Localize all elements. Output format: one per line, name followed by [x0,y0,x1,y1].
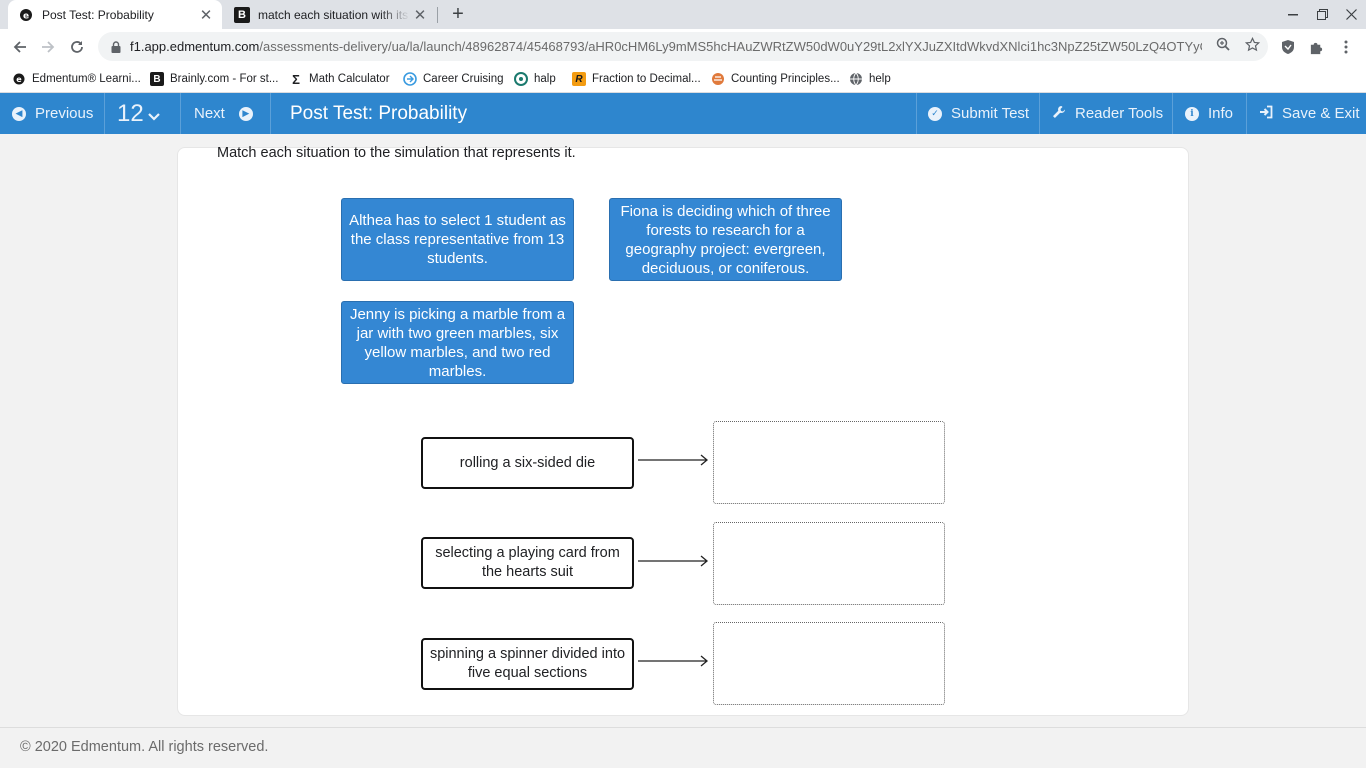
page-title: Post Test: Probability [290,102,468,124]
bookmark-career-cruising[interactable]: Career Cruising [403,69,504,89]
sign-out-icon [1259,105,1273,123]
answer-tile-althea[interactable]: Althea has to select 1 student as the cl… [341,198,574,281]
forward-icon[interactable] [35,34,61,60]
assessment-nav-bar: ◀ Previous 12 Next ▶ Post Test: Probabil… [0,93,1366,134]
save-exit-label: Save & Exit [1282,105,1360,122]
edmentum-icon: e [12,72,26,86]
check-circle-icon: ✓ [928,106,942,121]
restore-icon[interactable] [1308,0,1336,29]
svg-text:e: e [23,11,29,21]
bookmark-label: Counting Principles... [731,73,840,85]
arrow-icon [638,454,709,466]
browser-toolbar: f1.app.edmentum.com/assessments-delivery… [0,29,1366,64]
arrow-icon [638,555,709,567]
divider [270,93,271,134]
browser-tab-strip: e Post Test: Probability ✕ B match each … [0,0,1366,29]
bookmark-fraction-to-decimal[interactable]: R Fraction to Decimal... [572,69,701,89]
previous-button[interactable]: ◀ Previous [12,93,93,134]
situation-die: rolling a six-sided die [421,437,634,489]
bookmark-counting-principles[interactable]: Counting Principles... [711,69,840,89]
counting-icon [711,72,725,86]
reader-tools-label: Reader Tools [1075,105,1164,122]
url-text: f1.app.edmentum.com/assessments-delivery… [130,39,1202,54]
brainly-icon: B [234,6,250,23]
divider [180,93,181,134]
globe-icon [849,72,863,86]
tab-divider [437,7,438,23]
back-icon[interactable] [7,34,33,60]
answer-tile-jenny[interactable]: Jenny is picking a marble from a jar wit… [341,301,574,384]
close-tab-icon[interactable]: ✕ [199,6,213,24]
reader-tools-button[interactable]: Reader Tools [1052,93,1163,134]
answer-tile-fiona[interactable]: Fiona is deciding which of three forests… [609,198,842,281]
question-instruction: Match each situation to the simulation t… [217,145,576,161]
page-footer: © 2020 Edmentum. All rights reserved. [0,727,1366,768]
bookmark-halp[interactable]: halp [514,69,556,89]
new-tab-icon[interactable]: + [452,2,464,25]
tab-title: match each situation with its co [258,7,410,22]
submit-label: Submit Test [951,105,1030,122]
divider [1039,93,1040,134]
tab-brainly[interactable]: B match each situation with its co ✕ [224,0,436,29]
info-icon: i [1185,106,1199,121]
bookmark-label: Fraction to Decimal... [592,73,701,85]
chevron-down-icon [147,108,160,125]
save-exit-button[interactable]: Save & Exit [1259,93,1360,134]
bookmark-label: help [869,73,891,85]
bookmark-label: Edmentum® Learni... [32,73,141,85]
bookmark-label: Math Calculator [309,73,390,85]
drop-target-playing-card[interactable] [713,522,945,605]
extensions-puzzle-icon[interactable] [1307,38,1325,56]
bookmarks-bar: e Edmentum® Learni... B Brainly.com - Fo… [0,64,1366,93]
situation-spinner: spinning a spinner divided into five equ… [421,638,634,690]
info-button[interactable]: i Info [1185,93,1233,134]
divider [1172,93,1173,134]
bookmark-label: Brainly.com - For st... [170,73,279,85]
zoom-icon[interactable] [1215,36,1231,52]
svg-text:e: e [16,75,22,84]
reload-icon[interactable] [64,34,90,60]
bookmark-label: halp [534,73,556,85]
arrow-left-icon: ◀ [12,106,26,121]
lock-icon [110,40,122,53]
drop-target-die[interactable] [713,421,945,504]
question-number: 12 [117,99,144,127]
halp-icon [514,72,528,86]
wrench-icon [1052,105,1066,123]
bookmark-help[interactable]: help [849,69,891,89]
address-bar[interactable]: f1.app.edmentum.com/assessments-delivery… [98,32,1268,61]
divider [916,93,917,134]
situation-playing-card: selecting a playing card from the hearts… [421,537,634,589]
copyright-text: © 2020 Edmentum. All rights reserved. [20,739,269,755]
bookmark-edmentum[interactable]: e Edmentum® Learni... [12,69,141,89]
r-icon: R [572,72,586,86]
minimize-icon[interactable] [1279,0,1307,29]
bookmark-brainly[interactable]: B Brainly.com - For st... [150,69,278,89]
drop-target-spinner[interactable] [713,622,945,705]
arrow-icon [638,655,709,667]
tab-post-test[interactable]: e Post Test: Probability ✕ [8,0,222,29]
arrow-right-icon: ▶ [238,106,253,121]
brainly-icon: B [150,72,164,86]
close-window-icon[interactable] [1337,0,1365,29]
career-icon [403,72,417,86]
info-label: Info [1208,105,1234,122]
bookmark-label: Career Cruising [423,73,504,85]
question-select[interactable]: 12 [117,93,160,134]
next-label: Next [194,105,225,122]
previous-label: Previous [35,105,94,122]
bookmark-math-calculator[interactable]: Σ Math Calculator [289,69,390,89]
tab-title: Post Test: Probability [42,7,154,22]
edmentum-icon: e [18,7,34,23]
next-button[interactable]: Next ▶ [194,93,253,134]
bookmark-star-icon[interactable] [1244,36,1260,52]
divider [1246,93,1247,134]
close-tab-icon[interactable]: ✕ [413,6,427,24]
shield-extension-icon[interactable] [1279,38,1297,56]
submit-test-button[interactable]: ✓ Submit Test [928,93,1029,134]
menu-dots-icon[interactable] [1337,38,1355,56]
divider [104,93,105,134]
sigma-icon: Σ [292,71,300,87]
